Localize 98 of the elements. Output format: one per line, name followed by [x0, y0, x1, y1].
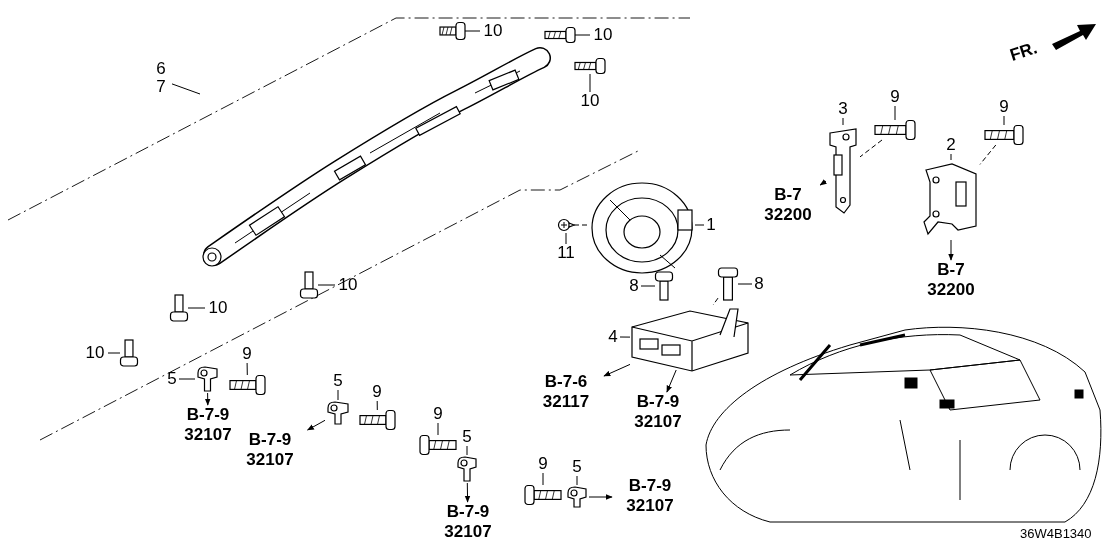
drawing-number: 36W4B1340	[1020, 526, 1092, 541]
callout-number: 9	[997, 98, 1011, 116]
arrow	[819, 179, 827, 186]
callout-number: 9	[536, 455, 550, 473]
sensor-drawing	[325, 400, 351, 426]
leader-line	[640, 285, 656, 287]
callout-number: 10	[82, 344, 108, 362]
bolt-icon	[985, 125, 1023, 145]
section-code: B-7-9	[446, 502, 490, 522]
callout-number: 10	[577, 92, 603, 110]
callout-number: 11	[554, 244, 578, 262]
callout-number: 5	[165, 370, 179, 388]
callout-number: 6	[156, 60, 166, 78]
part-number: 32107	[634, 412, 682, 432]
leader-line	[337, 389, 339, 401]
callout-number: 5	[460, 428, 474, 446]
arrow	[204, 392, 211, 406]
part-number: 32107	[626, 496, 674, 516]
leader-line	[542, 472, 544, 486]
leader-line	[950, 153, 952, 161]
arrow	[666, 369, 677, 393]
bolt-icon	[875, 120, 915, 140]
bolt-icon	[420, 435, 456, 455]
section-code: B-7-9	[628, 476, 672, 496]
sensor-drawing	[565, 485, 589, 509]
callout-number: 4	[606, 328, 620, 346]
bracket-drawing	[826, 125, 860, 215]
leader-line	[246, 362, 248, 376]
leader-line	[619, 336, 631, 338]
arrow	[603, 363, 631, 377]
leader-line	[574, 34, 591, 36]
bolt-icon	[545, 27, 575, 43]
sensor-drawing	[455, 455, 479, 483]
assembly-line	[979, 144, 997, 165]
callout-number: 8	[752, 275, 766, 293]
bolt-icon	[120, 340, 138, 366]
leader-line	[376, 400, 378, 411]
direction-label: FR.	[1007, 38, 1040, 66]
leader-line	[894, 105, 896, 121]
part-number: 32200	[764, 205, 812, 225]
leader-line	[565, 232, 567, 245]
callout-number: 10	[335, 276, 361, 294]
part-number: 32107	[246, 450, 294, 470]
callout-number: 1	[704, 216, 718, 234]
bolt-icon	[170, 295, 188, 321]
section-code: B-7-6	[544, 372, 588, 392]
bolt-icon	[525, 485, 561, 505]
callout-number: 5	[570, 458, 584, 476]
part-number: 32200	[927, 280, 975, 300]
section-code: B-7-9	[186, 405, 230, 425]
bolt-icon	[718, 268, 738, 300]
bolt-icon	[360, 410, 395, 430]
leader-line	[187, 307, 206, 309]
callout-number: 10	[590, 26, 616, 44]
leader-line	[317, 284, 336, 286]
callout-number: 2	[944, 136, 958, 154]
screw-icon	[558, 217, 574, 233]
assembly-line	[859, 139, 883, 158]
arrow	[588, 494, 613, 500]
part-number: 32117	[542, 392, 590, 412]
callout-number: 7	[156, 78, 166, 96]
leader-line	[178, 378, 196, 380]
leader-line	[842, 117, 844, 126]
leader-line	[576, 475, 578, 486]
leader-line	[737, 283, 753, 285]
callout-number: 9	[888, 88, 902, 106]
bolt-icon	[575, 58, 605, 74]
callout-number: 9	[431, 405, 445, 423]
callout-number: 9	[370, 383, 384, 401]
leader-line	[437, 422, 439, 436]
part-number: 32107	[444, 522, 492, 542]
sensor-drawing	[195, 365, 220, 393]
leader-line	[589, 73, 591, 93]
leader-line	[171, 83, 201, 95]
part-number: 32107	[184, 425, 232, 445]
callout-number: 10	[480, 22, 506, 40]
leader-line	[694, 224, 705, 226]
bolt-icon	[230, 375, 265, 395]
leader-line	[464, 30, 481, 32]
callout-number: 9	[240, 345, 254, 363]
arrow	[464, 482, 471, 503]
callout-number: 8	[627, 277, 641, 295]
leader-line	[466, 445, 468, 456]
bolt-icon	[440, 22, 465, 40]
leader-line	[107, 352, 121, 354]
callout-number: 3	[836, 100, 850, 118]
arrow	[307, 419, 326, 431]
section-code: B-7	[774, 185, 802, 205]
arrow	[948, 239, 954, 261]
callout-number: 10	[205, 299, 231, 317]
section-code: B-7-9	[248, 430, 292, 450]
section-code: B-7-9	[636, 392, 680, 412]
leader-line	[1003, 115, 1005, 126]
bolt-icon	[655, 272, 673, 300]
bolt-icon	[300, 272, 318, 298]
control-unit-drawing	[630, 305, 750, 370]
section-code: B-7	[937, 260, 965, 280]
callout-number: 5	[331, 372, 345, 390]
